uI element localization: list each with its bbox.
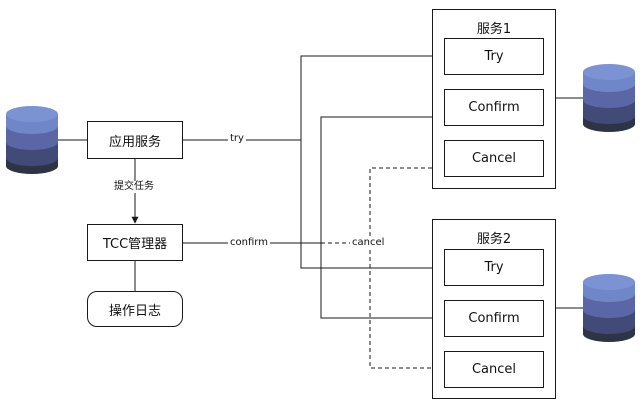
tcc-manager-node[interactable]: TCC管理器: [87, 224, 183, 261]
service1-cancel-label: Cancel: [471, 151, 517, 166]
confirm-arrow-service2: [320, 243, 443, 322]
try-edge-label: try: [228, 133, 246, 145]
service2-database-icon: [583, 274, 635, 342]
service1-confirm-node[interactable]: Confirm: [444, 89, 544, 126]
service1-try-node[interactable]: Try: [444, 38, 544, 75]
service1-title: 服务1: [476, 22, 512, 37]
service2-confirm-label: Confirm: [468, 311, 520, 326]
service2-cancel-node[interactable]: Cancel: [444, 351, 544, 388]
submit-task-label: 提交任务: [112, 181, 156, 193]
try-arrow-service1: [183, 52, 443, 141]
service1-try-label: Try: [484, 49, 504, 64]
service2-try-node[interactable]: Try: [444, 249, 544, 286]
app-service-label: 应用服务: [108, 134, 161, 150]
operation-log-label: 操作日志: [108, 303, 161, 319]
app-service-node[interactable]: 应用服务: [87, 121, 183, 159]
service2-title: 服务2: [476, 232, 512, 247]
operation-log-node[interactable]: 操作日志: [87, 291, 183, 327]
cancel-arrow-service1: [321, 164, 443, 244]
service1-database-icon: [583, 64, 635, 132]
database-icon: [6, 106, 58, 174]
service1-cancel-node[interactable]: Cancel: [444, 140, 544, 177]
tcc-manager-label: TCC管理器: [102, 237, 168, 252]
service2-cancel-label: Cancel: [471, 362, 517, 377]
service2-try-label: Try: [484, 260, 504, 275]
confirm-edge-label: confirm: [228, 237, 270, 249]
service2-confirm-node[interactable]: Confirm: [444, 300, 544, 337]
try-arrow-service2: [300, 140, 443, 272]
confirm-arrow-service1: [183, 113, 443, 244]
cancel-edge-label: cancel: [350, 237, 387, 249]
service1-confirm-label: Confirm: [468, 100, 520, 115]
